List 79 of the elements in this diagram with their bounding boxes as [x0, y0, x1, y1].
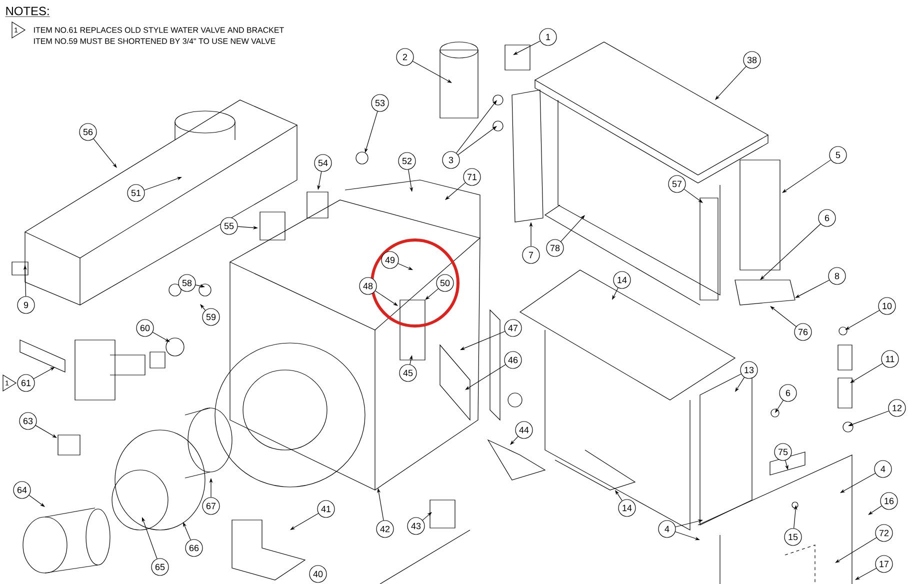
leader-line [560, 215, 585, 242]
callout-number: 6 [818, 209, 836, 227]
callout-number: 71 [463, 168, 481, 186]
callout-number: 44 [515, 421, 533, 439]
callout-number: 9 [17, 296, 35, 314]
leader-line [93, 138, 117, 168]
callout-number: 54 [314, 154, 332, 172]
callout-number: 13 [740, 361, 758, 379]
callout-number: 64 [13, 481, 31, 499]
leader-line [835, 537, 877, 563]
callout-number: 7 [522, 246, 540, 264]
callout-number: 5 [829, 146, 847, 164]
leader-line [735, 377, 745, 392]
leader-line [456, 100, 497, 154]
leader-line [458, 126, 497, 156]
callout-number: 11 [881, 350, 899, 368]
callout-number: 47 [504, 319, 522, 337]
callout-number: 50 [436, 274, 454, 292]
callout-number: 51 [127, 184, 145, 202]
callout-number: 76 [794, 323, 812, 341]
callout-number: 60 [136, 319, 154, 337]
leader-line [684, 188, 703, 203]
callout-number: 67 [202, 497, 220, 515]
callout-number: 66 [185, 539, 203, 557]
callout-number: 49 [381, 251, 399, 269]
leader-line [200, 304, 206, 311]
callout-number: 16 [880, 492, 898, 510]
callout-number: 15 [784, 528, 802, 546]
leader-line [775, 400, 784, 413]
leader-line [782, 160, 832, 193]
callout-number: 53 [371, 94, 389, 112]
leader-line [615, 490, 622, 501]
leader-line [152, 332, 170, 342]
callout-number: 12 [888, 399, 906, 417]
callout-number: 57 [668, 175, 686, 193]
callout-number: 72 [875, 524, 893, 542]
leader-line [28, 494, 45, 507]
leader-line [868, 506, 882, 515]
callout-number: 43 [407, 517, 425, 535]
callout-number: 75 [774, 443, 792, 461]
callout-number: 14 [613, 271, 631, 289]
callout-number: 4 [874, 460, 892, 478]
callout-number: 56 [79, 123, 97, 141]
callout-number: 48 [359, 277, 377, 295]
callout-number: 3 [442, 151, 460, 169]
leader-line [422, 512, 432, 520]
callout-number: 78 [546, 239, 564, 257]
callout-number: 4 [658, 520, 676, 538]
callout-number: 61 [17, 374, 35, 392]
callout-number: 2 [396, 48, 414, 66]
callout-number: 65 [151, 558, 169, 576]
callout-number: 6 [779, 384, 797, 402]
callout-number: 41 [317, 500, 335, 518]
leader-line [760, 224, 821, 280]
leader-line [715, 66, 746, 100]
callout-number: 14 [618, 499, 636, 517]
leader-line [375, 290, 398, 306]
notes-heading: NOTES: [5, 6, 50, 17]
leader-line [770, 306, 796, 327]
callout-number: 10 [878, 297, 896, 315]
callout-number: 38 [743, 51, 761, 69]
leader-line [850, 363, 883, 383]
callout-number: 52 [398, 152, 416, 170]
leader-line [510, 436, 518, 445]
callout-number: 45 [399, 364, 417, 382]
callout-number: 59 [202, 308, 220, 326]
callout-number: 46 [504, 351, 522, 369]
callout-number: 8 [828, 267, 846, 285]
callout-number: 1 [539, 28, 557, 46]
leader-line [35, 425, 57, 438]
callout-number: 63 [19, 412, 37, 430]
callout-number: 42 [376, 520, 394, 538]
callout-number: 58 [178, 274, 196, 292]
callout-number: 55 [220, 217, 238, 235]
leader-line [425, 288, 439, 300]
callout-number: 17 [875, 555, 893, 573]
callout-number: 40 [309, 565, 327, 583]
leader-line [445, 182, 466, 200]
leader-line [465, 364, 506, 390]
